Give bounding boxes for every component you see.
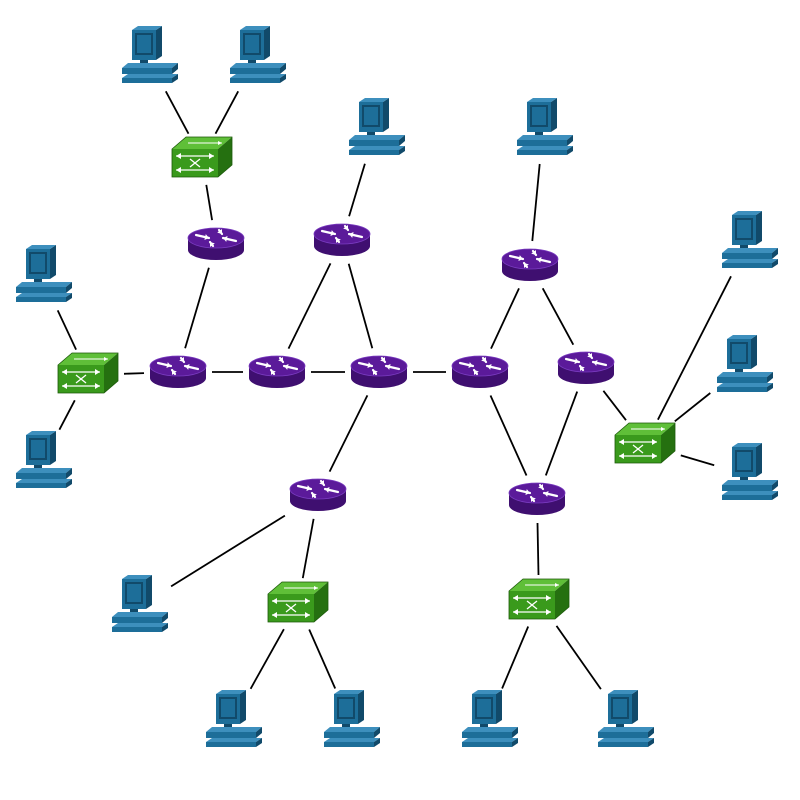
switch-icon-switch-2[interactable] [57,352,119,394]
link-router-8-switch-3 [602,390,627,421]
link-pc-3-router-2 [348,163,366,217]
router-icon-router-5[interactable] [350,355,408,388]
link-router-8-router-10 [544,391,579,476]
link-router-7-router-10 [489,395,528,476]
link-pc-4-router-6 [531,163,541,242]
router-icon-router-9[interactable] [289,478,347,511]
link-router-1-router-3 [184,267,210,349]
link-pc-1-switch-1 [165,90,190,135]
switch-icon-switch-3[interactable] [614,422,676,464]
link-pc-2-switch-1 [214,90,239,135]
router-icon-router-2[interactable] [313,223,371,256]
link-pc-7-switch-3 [657,275,732,421]
link-pc-5-switch-2 [56,310,77,350]
computer-icon-pc-7[interactable] [722,211,778,268]
link-router-9-switch-4 [301,518,315,579]
computer-icon-pc-9[interactable] [722,443,778,500]
switch-icon-switch-5[interactable] [508,578,570,620]
computer-icon-pc-13[interactable] [462,690,518,747]
computer-icon-pc-1[interactable] [122,26,178,83]
computer-icon-pc-2[interactable] [230,26,286,83]
nodes-layer [16,26,778,747]
link-router-5-router-9 [328,395,369,472]
link-switch-4-pc-11 [249,628,285,690]
router-icon-router-7[interactable] [451,355,509,388]
link-router-2-router-4 [287,263,332,349]
switch-icon-switch-1[interactable] [171,136,233,178]
links-layer [56,90,732,690]
computer-icon-pc-4[interactable] [517,98,573,155]
router-icon-router-10[interactable] [508,482,566,515]
router-icon-router-4[interactable] [248,355,306,388]
link-switch-5-pc-13 [501,626,530,689]
computer-icon-pc-11[interactable] [206,690,262,747]
router-icon-router-3[interactable] [149,355,207,388]
router-icon-router-6[interactable] [501,248,559,281]
computer-icon-pc-14[interactable] [598,690,654,747]
link-router-10-switch-5 [536,522,540,576]
link-switch-5-pc-14 [555,625,602,690]
link-pc-6-switch-2 [58,399,76,431]
link-router-9-pc-10 [170,514,286,588]
link-router-6-router-8 [541,287,575,346]
computer-icon-pc-5[interactable] [16,245,72,302]
link-router-2-router-5 [347,263,374,349]
computer-icon-pc-3[interactable] [349,98,405,155]
router-icon-router-1[interactable] [187,227,245,260]
link-switch-2-router-3 [123,372,145,375]
link-switch-1-router-1 [205,184,213,221]
link-pc-8-switch-3 [674,392,711,423]
link-switch-4-pc-12 [308,629,337,689]
computer-icon-pc-8[interactable] [717,335,773,392]
computer-icon-pc-12[interactable] [324,690,380,747]
switch-icon-switch-4[interactable] [267,581,329,623]
computer-icon-pc-6[interactable] [16,431,72,488]
router-icon-router-8[interactable] [557,351,615,384]
link-router-6-router-7 [490,288,520,349]
link-pc-9-switch-3 [680,454,715,467]
computer-icon-pc-10[interactable] [112,575,168,632]
